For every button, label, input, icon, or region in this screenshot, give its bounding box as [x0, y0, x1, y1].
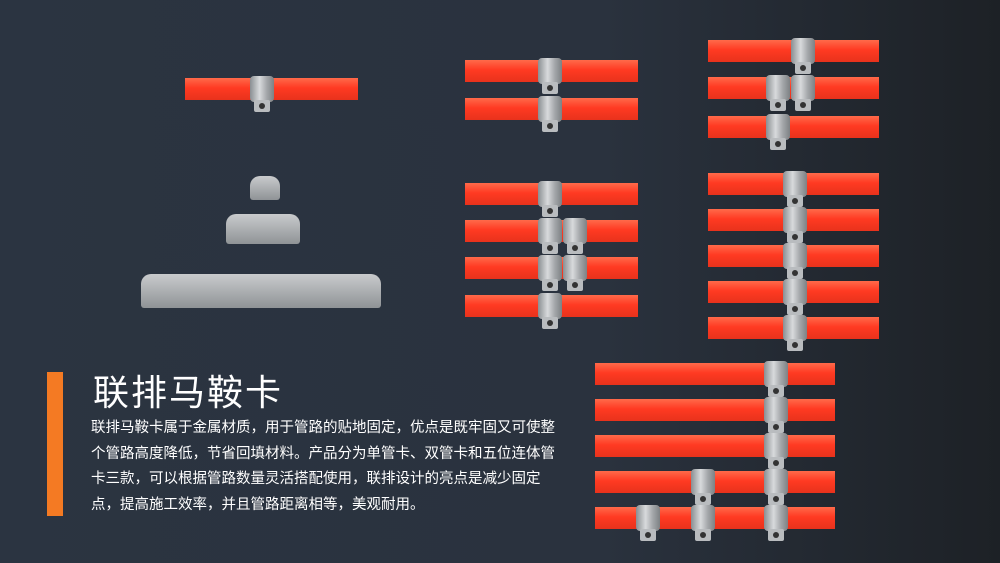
accent-bar: [47, 372, 63, 516]
clamp: [538, 181, 562, 207]
pipe: [595, 399, 835, 421]
clamp-tab: [768, 457, 784, 469]
clamp: [691, 505, 715, 531]
clamp-tab: [542, 279, 558, 291]
clamp: [538, 255, 562, 281]
clamp-tab: [795, 99, 811, 111]
clamp: [250, 76, 274, 102]
clamp-tab: [254, 100, 270, 112]
clamp: [783, 243, 807, 269]
clamp-tab: [542, 242, 558, 254]
clamp: [764, 397, 788, 423]
pipe: [595, 363, 835, 385]
clamp-tab: [795, 62, 811, 74]
clamp: [791, 38, 815, 64]
clamp-tab: [542, 205, 558, 217]
clamp-tab: [768, 421, 784, 433]
clamp: [538, 96, 562, 122]
description-text: 联排马鞍卡属于金属材质，用于管路的贴地固定，优点是既牢固又可使整个管路高度降低，…: [91, 420, 555, 513]
pipe: [595, 471, 835, 493]
loose-five-clamp: [141, 274, 381, 308]
clamp-tab: [640, 529, 656, 541]
clamp: [691, 469, 715, 495]
clamp-tab: [567, 242, 583, 254]
page-title: 联排马鞍卡: [93, 373, 284, 414]
clamp-tab: [542, 82, 558, 94]
clamp-tab: [768, 529, 784, 541]
clamp-tab: [787, 195, 803, 207]
clamp: [783, 207, 807, 233]
clamp-tab: [542, 317, 558, 329]
clamp-tab: [768, 385, 784, 397]
clamp-tab: [695, 493, 711, 505]
clamp-tab: [770, 138, 786, 150]
clamp-tab: [787, 267, 803, 279]
clamp: [764, 469, 788, 495]
clamp-tab: [787, 303, 803, 315]
clamp: [783, 315, 807, 341]
clamp-tab: [770, 99, 786, 111]
clamp-tab: [768, 493, 784, 505]
clamp: [636, 505, 660, 531]
clamp: [764, 505, 788, 531]
pipe: [595, 435, 835, 457]
clamp-tab: [787, 231, 803, 243]
clamp-tab: [542, 120, 558, 132]
clamp-tab: [567, 279, 583, 291]
clamp: [538, 58, 562, 84]
clamp: [766, 75, 790, 101]
pipe: [595, 507, 835, 529]
clamp: [766, 114, 790, 140]
clamp: [783, 171, 807, 197]
clamp-tab: [695, 529, 711, 541]
clamp: [563, 218, 587, 244]
clamp: [783, 279, 807, 305]
clamp: [563, 255, 587, 281]
clamp: [538, 293, 562, 319]
clamp: [791, 75, 815, 101]
clamp: [764, 433, 788, 459]
loose-single-clamp: [250, 176, 280, 200]
loose-double-clamp: [226, 214, 300, 244]
pipe: [708, 116, 879, 138]
clamp: [764, 361, 788, 387]
clamp-tab: [787, 339, 803, 351]
clamp: [538, 218, 562, 244]
